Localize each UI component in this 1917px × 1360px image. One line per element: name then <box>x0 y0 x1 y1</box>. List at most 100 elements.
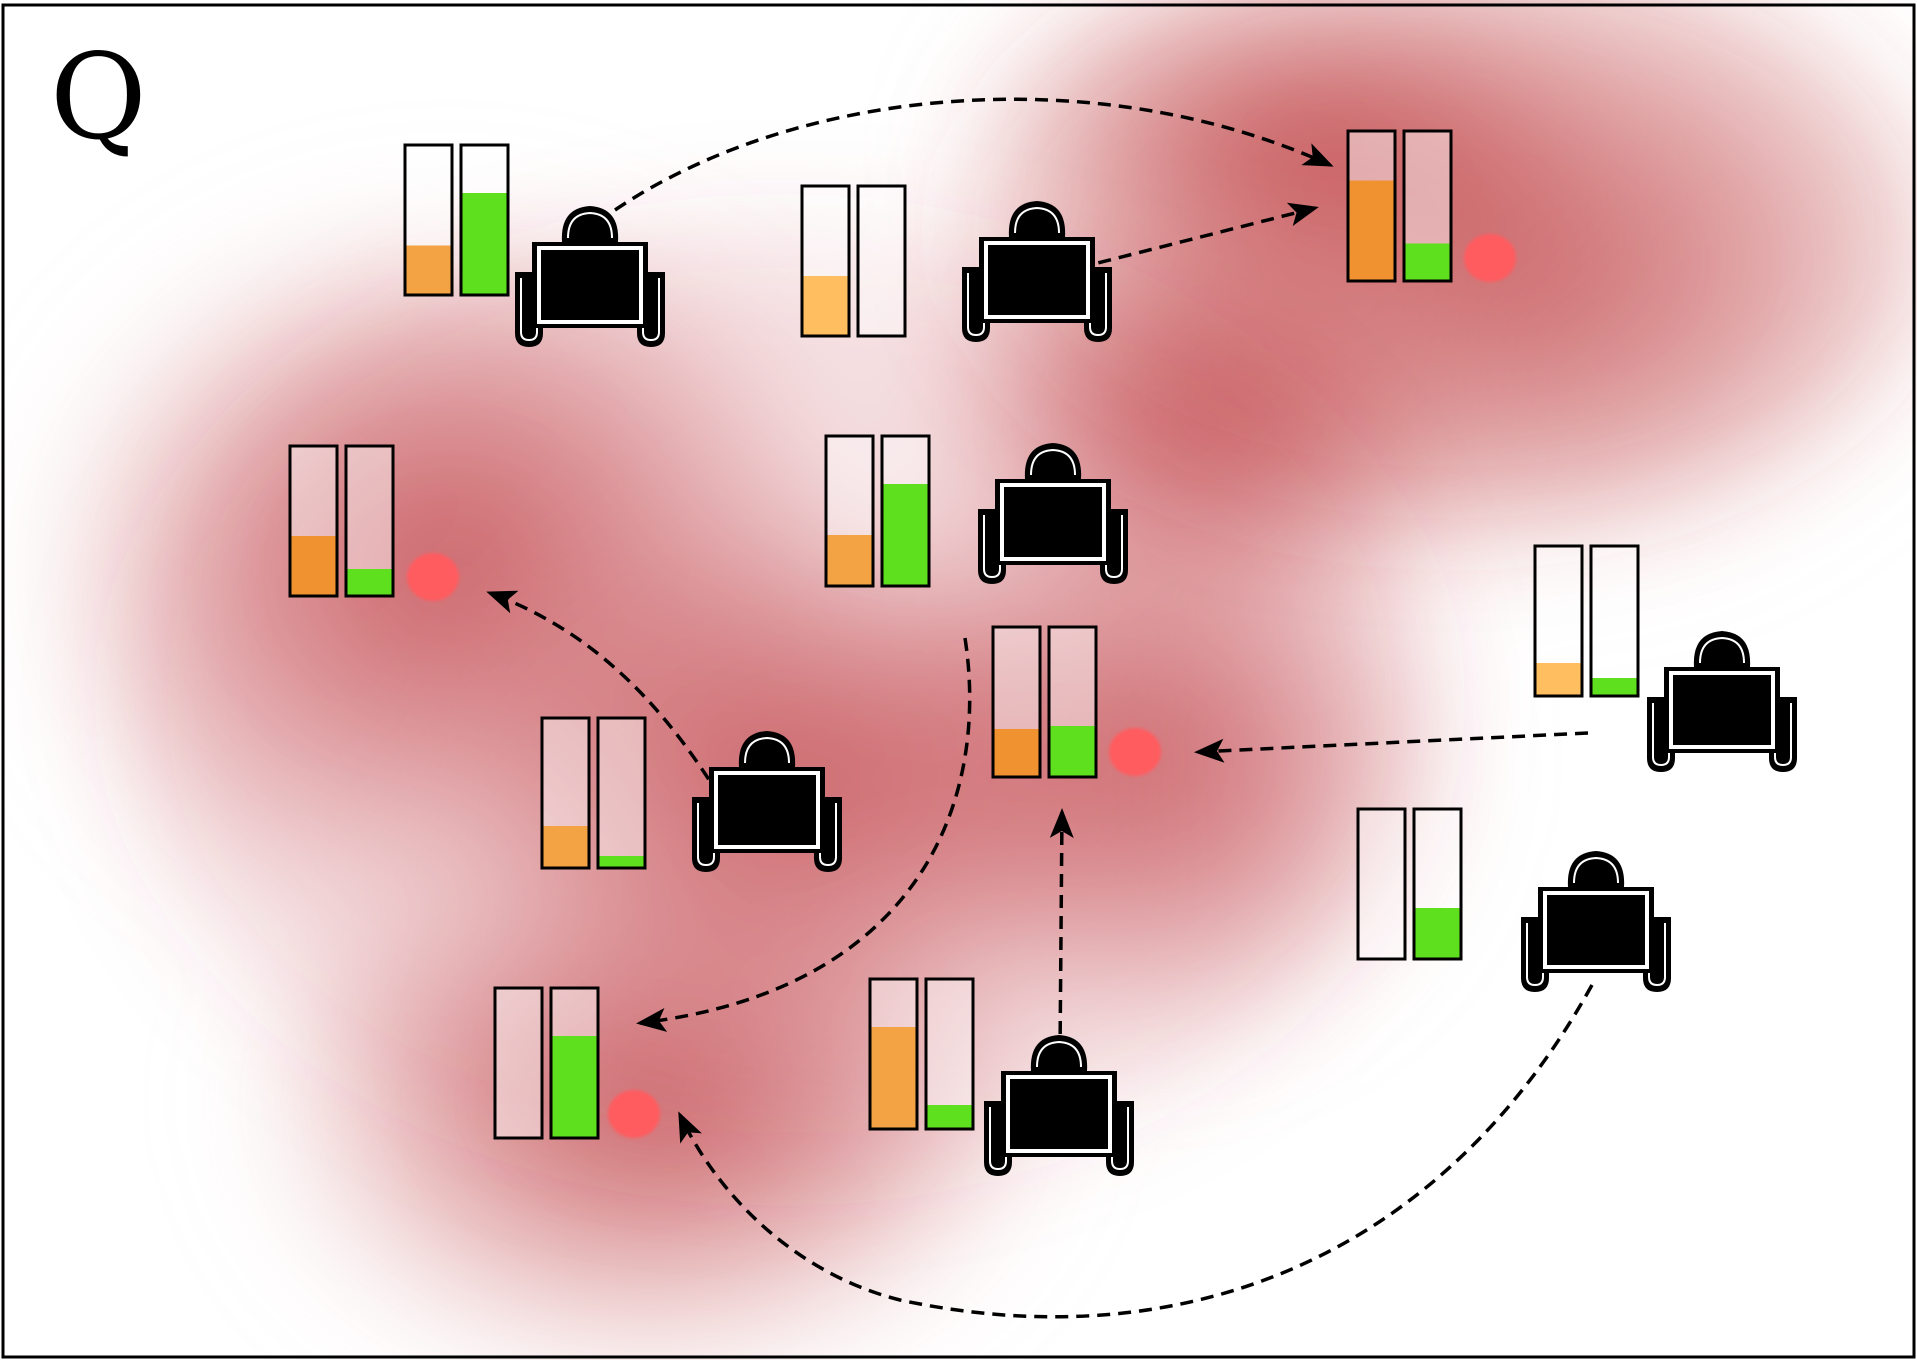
level-bar-pair <box>1533 544 1640 698</box>
robot-head-outline <box>1699 636 1745 664</box>
green-level-bar-frame <box>596 716 647 870</box>
robot-wheel-highlight <box>1089 273 1107 337</box>
level-bar-pair <box>800 184 907 338</box>
orange-level-fill <box>803 276 848 335</box>
level-bar-pair <box>493 986 600 1140</box>
orange-level-bar-frame <box>1356 807 1407 961</box>
robot-icon <box>984 1035 1134 1177</box>
robot-body <box>1001 1071 1117 1157</box>
green-level-fill <box>883 484 928 585</box>
robot-r4 <box>540 716 842 873</box>
robot-wheel-highlight <box>1774 703 1792 767</box>
green-level-fill <box>1415 908 1460 958</box>
robot-head <box>1008 201 1066 237</box>
dashed-arrow-icon <box>678 984 1594 1319</box>
robot-wheel-highlight <box>989 1107 1007 1171</box>
robot-head-outline <box>1014 206 1060 234</box>
green-level-bar-frame <box>1589 544 1640 698</box>
robot-head <box>1693 631 1751 667</box>
orange-level-fill <box>1349 180 1394 280</box>
robot-head <box>1567 851 1625 887</box>
orange-level-fill <box>406 245 451 294</box>
robot-wheel-highlight <box>1652 703 1670 767</box>
robot-body-outline <box>537 246 643 324</box>
robot-head-outline <box>567 211 613 239</box>
green-level-fill <box>1050 726 1095 776</box>
robot-wheel-highlight <box>819 803 837 867</box>
target-marker-icon <box>1464 234 1516 282</box>
robot-r3 <box>824 434 1128 588</box>
dashed-arrow-icon <box>486 590 722 798</box>
level-bar-pair <box>824 434 931 588</box>
green-level-fill <box>347 569 392 595</box>
robot-body-outline <box>714 771 820 849</box>
robot-head-outline <box>744 736 790 764</box>
robot-wheel-highlight <box>697 803 715 867</box>
green-level-bar-frame <box>856 184 907 338</box>
robot-wheel-highlight <box>967 273 985 337</box>
heat-base <box>130 230 1430 1170</box>
robot-wheel-highlight <box>1111 1107 1129 1171</box>
green-level-fill <box>927 1105 972 1128</box>
robot-wheel-highlight <box>520 278 538 342</box>
robot-icon <box>962 201 1112 343</box>
target-t2 <box>288 444 459 601</box>
robot-body <box>1538 887 1654 973</box>
target-t4 <box>493 986 660 1140</box>
green-level-bar-frame <box>924 977 975 1131</box>
robot-body-outline <box>1006 1075 1112 1153</box>
robot-head-outline <box>1030 448 1076 476</box>
green-level-fill <box>462 193 507 294</box>
robot-icon <box>978 443 1128 585</box>
robot-icon <box>1521 851 1671 993</box>
robot-head <box>1030 1035 1088 1071</box>
target-marker-icon <box>608 1090 660 1138</box>
green-level-fill <box>599 856 644 867</box>
robot-icon <box>1647 631 1797 773</box>
robot-head-outline <box>1573 856 1619 884</box>
robot-wheel-highlight <box>983 515 1001 579</box>
robot-body-outline <box>1669 671 1775 749</box>
dashed-arrow-icon <box>1194 731 1589 763</box>
level-bar-pair <box>1346 129 1453 283</box>
level-bar-pair <box>288 444 395 598</box>
robot-icon <box>515 206 665 348</box>
dashed-arrow-icon <box>636 637 972 1032</box>
orange-level-bar-frame <box>493 986 544 1140</box>
robot-head <box>1024 443 1082 479</box>
orange-level-fill <box>543 826 588 867</box>
orange-level-fill <box>871 1027 916 1128</box>
target-layer <box>288 129 1516 1140</box>
robot-r5 <box>1533 544 1797 773</box>
robot-body <box>532 242 648 328</box>
level-bar-pair <box>991 625 1098 779</box>
green-level-fill <box>1592 678 1637 695</box>
robot-body <box>1664 667 1780 753</box>
robot-body-outline <box>984 241 1090 319</box>
robot-wheel-highlight <box>642 278 660 342</box>
robot-wheel-highlight <box>1648 923 1666 987</box>
robot-r7 <box>868 977 1134 1177</box>
target-t3 <box>991 625 1161 779</box>
robot-r1 <box>403 143 665 348</box>
green-level-fill <box>552 1036 597 1137</box>
robot-wheel-highlight <box>1526 923 1544 987</box>
robot-body-outline <box>1543 891 1649 969</box>
dashed-arrow-icon <box>614 97 1334 212</box>
arrow-layer <box>486 97 1594 1319</box>
robot-head-outline <box>1036 1040 1082 1068</box>
robot-body <box>979 237 1095 323</box>
robot-layer <box>403 143 1797 1177</box>
level-bar-pair <box>868 977 975 1131</box>
robot-body <box>709 767 825 853</box>
robot-head <box>738 731 796 767</box>
robot-r2 <box>800 184 1112 343</box>
level-bar-pair <box>403 143 510 297</box>
green-level-fill <box>1405 243 1450 280</box>
orange-level-fill <box>291 536 336 595</box>
robot-wheel-highlight <box>1105 515 1123 579</box>
robot-icon <box>692 731 842 873</box>
robot-r6 <box>1356 807 1671 993</box>
